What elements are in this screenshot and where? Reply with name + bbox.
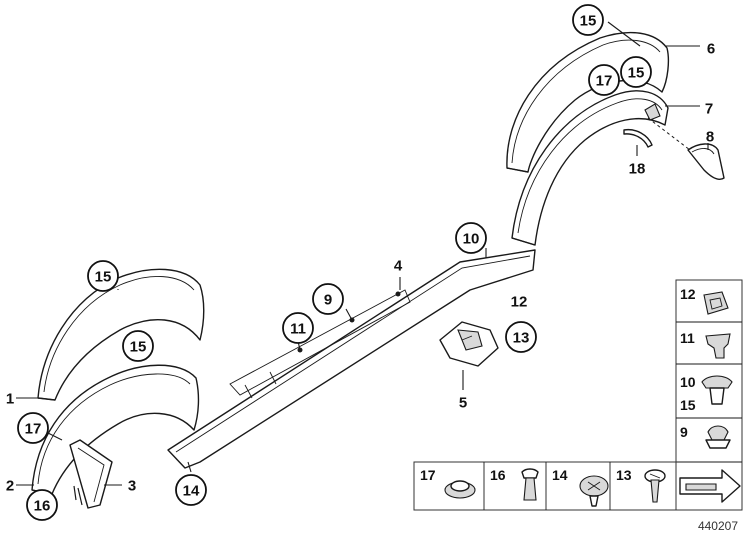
diagram-number: 440207 (698, 519, 738, 533)
callout-ring (588, 64, 620, 96)
callout-label-12: 12 (511, 294, 528, 311)
side-sill-panel (167, 249, 536, 469)
callout-label-4: 4 (394, 258, 403, 275)
legend-bottom-label-14: 14 (552, 467, 568, 483)
callout-label-1: 1 (6, 391, 14, 408)
callout-label-14: 14 (183, 483, 200, 500)
callout-ring (87, 260, 119, 292)
callout-label-15: 15 (95, 269, 112, 286)
callout-ring (122, 330, 154, 362)
fastener-legend-bottom: 17 16 14 13 (413, 461, 677, 511)
callout-ring (26, 489, 58, 521)
callout-label-8: 8 (706, 129, 714, 146)
legend-side-label-12: 12 (680, 286, 696, 302)
clip-nut-icon (703, 291, 729, 315)
callout-ring (282, 312, 314, 344)
legend-side-label-15: 15 (680, 397, 696, 413)
callout-ring (455, 222, 487, 254)
legend-bottom-label-13: 13 (616, 467, 632, 483)
mounting-bracket (439, 321, 499, 367)
callout-label-5: 5 (459, 395, 467, 412)
callout-ring (620, 56, 652, 88)
arch-clip-bracket (644, 103, 661, 121)
legend-side-label-11: 11 (680, 330, 695, 346)
callout-label-3: 3 (128, 478, 136, 495)
wheel-arch-trim-rear-inner (511, 90, 669, 246)
fastener-legend-side: 12 11 10 15 9 (675, 279, 743, 511)
wheel-arch-trim-front-outer (37, 268, 205, 401)
legend-side-label-9: 9 (680, 424, 688, 440)
push-rivet-icon (521, 468, 539, 479)
assembly-line (647, 117, 691, 151)
rivet-icon (701, 375, 733, 389)
leader-lines (16, 21, 709, 486)
callout-ring (17, 412, 49, 444)
callout-label-16: 16 (34, 498, 51, 515)
callout-label-6: 6 (707, 41, 715, 58)
seal-strip (623, 128, 653, 148)
plug-icon (705, 333, 731, 359)
trim-cover-front (69, 439, 113, 509)
callout-label-2: 2 (6, 478, 14, 495)
callout-ring (505, 321, 537, 353)
end-cap (687, 143, 725, 180)
callout-label-13: 13 (513, 330, 530, 347)
callout-ring (572, 4, 604, 36)
legend-bottom-label-17: 17 (420, 467, 436, 483)
legend-bottom-label-16: 16 (490, 467, 506, 483)
legend-side-label-10: 10 (680, 374, 696, 390)
callout-layer: 15 6 15 17 7 8 18 10 4 9 11 12 13 5 15 15 1 17 2 16 3 14 (6, 4, 715, 521)
callout-label-15: 15 (580, 13, 597, 30)
callout-label-11: 11 (290, 321, 306, 338)
callout-label-18: 18 (629, 161, 646, 178)
callout-label-7: 7 (705, 101, 713, 118)
push-clip-icon (707, 425, 729, 441)
fastener-hole (395, 291, 401, 297)
callout-label-15: 15 (628, 65, 645, 82)
callout-ring (175, 474, 207, 506)
callout-label-10: 10 (463, 231, 480, 248)
callout-label-17: 17 (25, 421, 42, 438)
callout-ring (312, 283, 344, 315)
callout-label-9: 9 (324, 292, 332, 309)
callout-label-17: 17 (596, 73, 613, 90)
callout-label-15: 15 (130, 339, 147, 356)
